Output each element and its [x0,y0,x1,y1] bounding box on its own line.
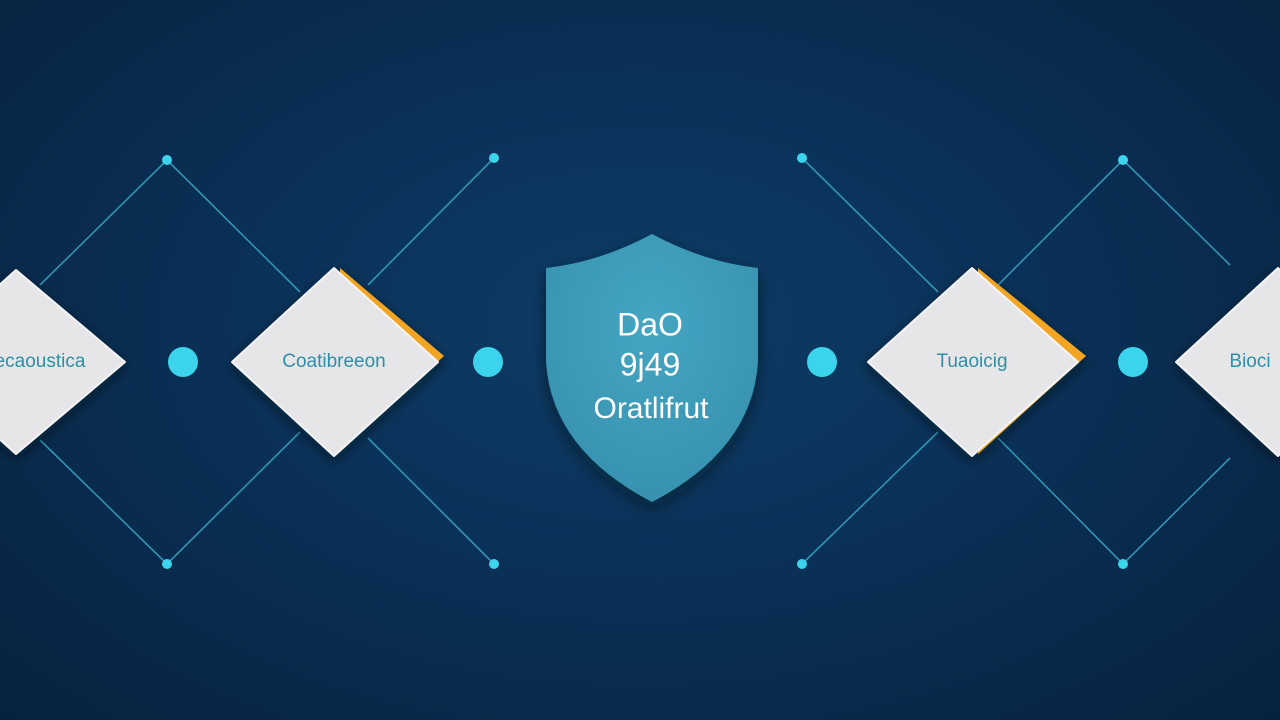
shield-icon [546,234,758,502]
connector-line [801,157,939,293]
diagram-node-4 [1175,267,1280,457]
node-diamond [231,267,439,457]
connector-line [1122,159,1231,266]
shield-shape [546,234,758,502]
shield-text-line-3: Oratlifrut [593,392,709,425]
node-diamond [867,267,1079,457]
shield-text-line-1: DaO [617,306,683,342]
node-label: Bioci [1229,351,1270,372]
node-label: Coatibreeon [282,351,386,372]
connector-line [166,159,301,293]
endpoint-dots [162,153,1128,569]
endpoint-dot [797,153,807,163]
connector-line [39,439,168,565]
connector-line [39,159,168,286]
connector-line [997,159,1124,286]
connector-lines-right [801,157,1231,565]
connector-line [801,431,939,565]
endpoint-dot [1118,155,1128,165]
diagram-node-1 [0,269,126,455]
connector-line [367,157,495,286]
endpoint-dot [489,559,499,569]
diagram-node-3 [867,267,1086,457]
node-diamond [0,269,126,455]
connector-dot [168,347,198,377]
shield-text-line-2: 9j49 [620,346,681,382]
connector-dots [168,347,1148,377]
endpoint-dot [162,559,172,569]
connector-lines-left [39,157,495,565]
connector-line [1122,457,1231,565]
connector-dot [807,347,837,377]
connector-line [997,437,1124,565]
node-label: ecaoustica [0,351,86,372]
diagram-node-2 [231,267,444,457]
endpoint-dot [162,155,172,165]
connector-line [367,437,495,565]
node-diamond [1175,267,1280,457]
connector-dot [1118,347,1148,377]
endpoint-dot [489,153,499,163]
node-label: Tuaoicig [936,351,1007,372]
connector-dot [473,347,503,377]
endpoint-dot [1118,559,1128,569]
connector-line [166,431,301,565]
endpoint-dot [797,559,807,569]
